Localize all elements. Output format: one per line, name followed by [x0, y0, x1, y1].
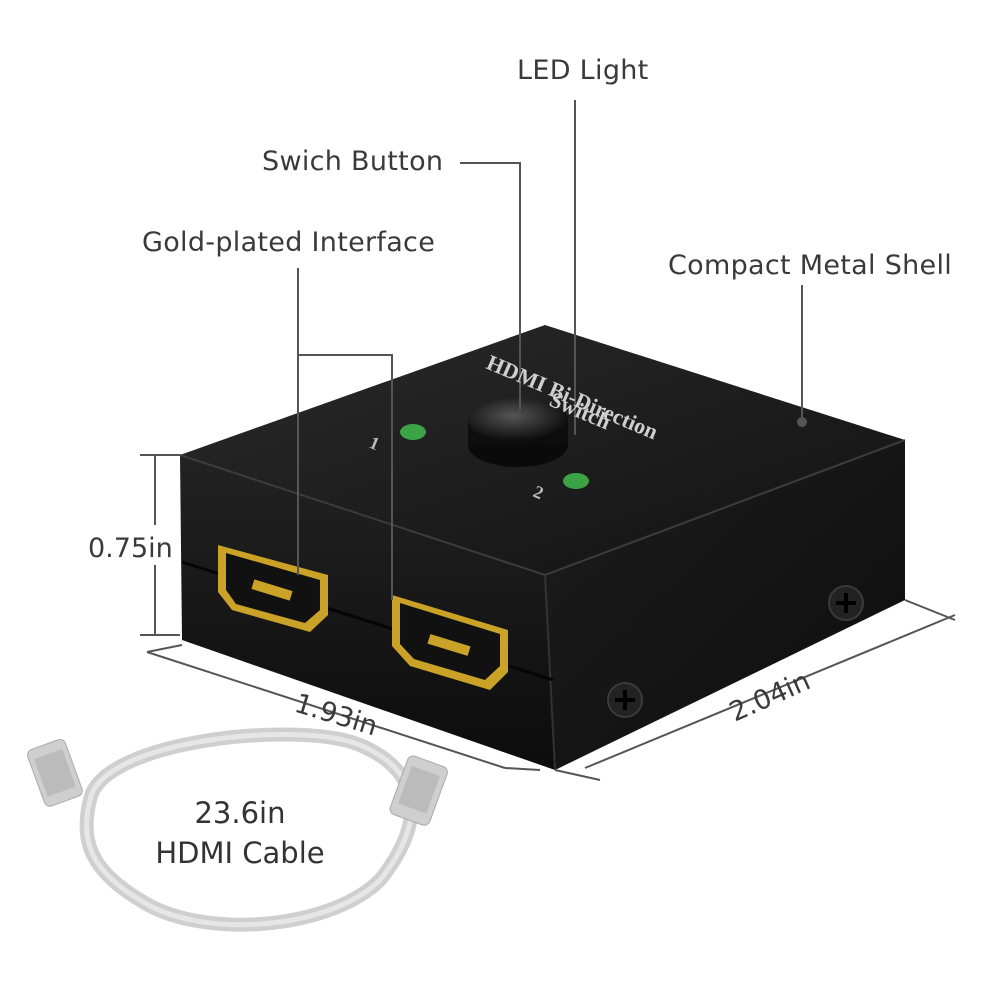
hdmi-port-2	[392, 595, 508, 690]
hdmi-cable	[27, 727, 448, 932]
led-1	[400, 424, 426, 440]
switch-button-label: Swich Button	[262, 146, 444, 177]
metal-shell-label: Compact Metal Shell	[668, 250, 953, 281]
gold-interface-label: Gold-plated Interface	[142, 227, 436, 258]
switch-button	[468, 398, 568, 467]
cable-label: 23.6in HDMI Cable	[110, 793, 370, 873]
device-front-face	[180, 455, 555, 770]
screw-2	[828, 585, 864, 621]
hdmi-port-1	[218, 545, 328, 632]
screw-1	[607, 682, 643, 718]
led-2	[563, 473, 589, 489]
cable-length: 23.6in	[194, 796, 286, 830]
callout-lines	[140, 100, 956, 781]
height-dimension: 0.75in	[88, 533, 173, 564]
led-light-label: LED Light	[517, 55, 649, 86]
cable-name: HDMI Cable	[155, 836, 325, 870]
